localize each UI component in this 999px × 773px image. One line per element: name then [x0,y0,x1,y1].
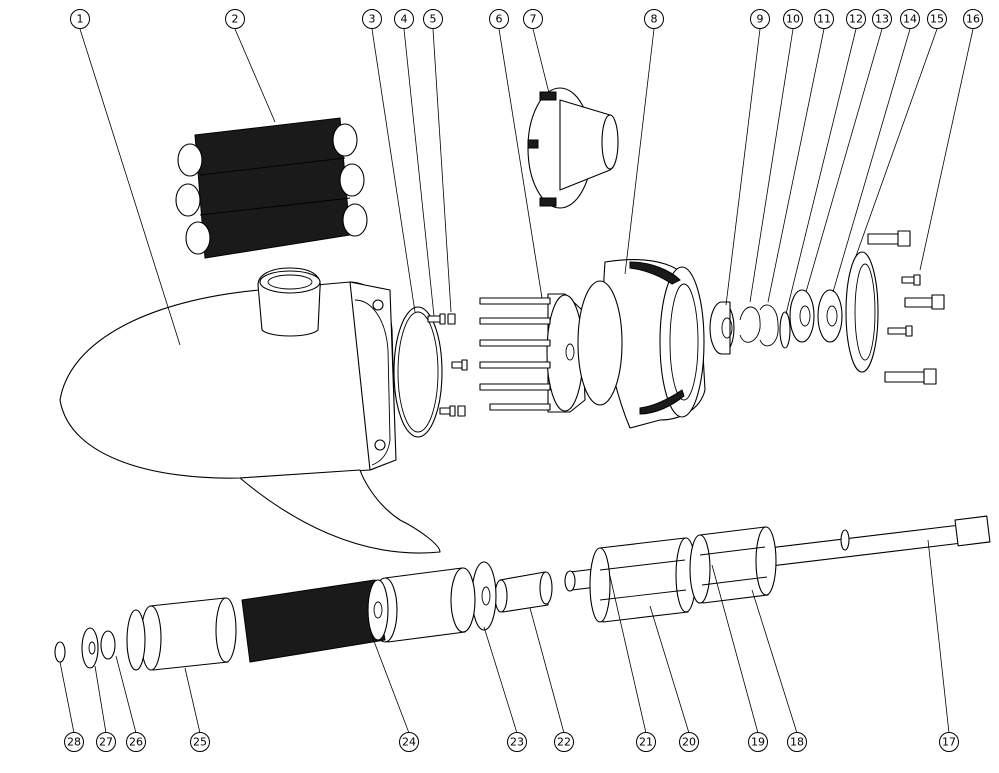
svg-text:20: 20 [682,736,696,749]
svg-text:3: 3 [369,13,376,26]
callout-23: 23 [507,732,527,752]
callout-9: 9 [750,9,770,29]
callout-8: 8 [644,9,664,29]
callout-27: 27 [96,732,116,752]
callout-5: 5 [423,9,443,29]
svg-text:27: 27 [99,736,113,749]
callout-11: 11 [814,9,834,29]
svg-text:15: 15 [930,13,944,26]
svg-text:21: 21 [639,736,653,749]
part-18-21-rotors [589,526,777,623]
callout-25: 25 [190,732,210,752]
leader-lines [59,28,974,734]
part-16-bolts [867,230,945,385]
callout-16: 16 [963,9,983,29]
svg-text:26: 26 [129,736,143,749]
callout-7: 7 [523,9,543,29]
part-7-nozzle [527,87,619,209]
svg-text:14: 14 [903,13,917,26]
svg-text:4: 4 [401,13,408,26]
svg-text:18: 18 [790,736,804,749]
part-1-housing [59,267,441,554]
svg-text:17: 17 [942,736,956,749]
svg-text:8: 8 [651,13,658,26]
callout-6: 6 [489,9,509,29]
svg-text:2: 2 [232,13,239,26]
svg-text:10: 10 [786,13,800,26]
callout-12: 12 [846,9,866,29]
part-2-stator [175,117,368,259]
svg-text:22: 22 [557,736,571,749]
callout-28: 28 [64,732,84,752]
svg-text:1: 1 [77,13,84,26]
callout-1: 1 [70,9,90,29]
part-9-15-bearing-stack [709,251,879,373]
callout-20: 20 [679,732,699,752]
callout-2: 2 [225,9,245,29]
callout-3: 3 [362,9,382,29]
callout-balloons: 1 2 3 4 5 6 7 8 9 10 11 12 13 14 15 16 1… [64,9,983,752]
part-23-disc [471,561,497,631]
callout-22: 22 [554,732,574,752]
svg-text:13: 13 [875,13,889,26]
part-25-sleeve [140,597,237,671]
callout-14: 14 [900,9,920,29]
svg-text:11: 11 [817,13,831,26]
callout-13: 13 [872,9,892,29]
callout-4: 4 [394,9,414,29]
svg-text:7: 7 [530,13,537,26]
part-4-5-screws [427,313,468,417]
part-24-rotor-core [241,567,476,663]
svg-text:19: 19 [751,736,765,749]
svg-text:6: 6 [496,13,503,26]
part-26-28-small-parts [54,609,146,671]
svg-text:28: 28 [67,736,81,749]
svg-text:9: 9 [757,13,764,26]
part-8-volute [577,259,706,429]
callout-24: 24 [399,732,419,752]
svg-text:5: 5 [430,13,437,26]
callout-15: 15 [927,9,947,29]
callout-10: 10 [783,9,803,29]
callout-21: 21 [636,732,656,752]
svg-text:23: 23 [510,736,524,749]
callout-19: 19 [748,732,768,752]
callout-18: 18 [787,732,807,752]
part-22-sleeve [494,571,553,613]
callout-17: 17 [939,732,959,752]
part-3-oring [393,306,443,438]
callout-26: 26 [126,732,146,752]
svg-text:12: 12 [849,13,863,26]
svg-text:24: 24 [402,736,416,749]
part-6-rod-plate [479,293,586,413]
svg-text:25: 25 [193,736,207,749]
svg-text:16: 16 [966,13,980,26]
